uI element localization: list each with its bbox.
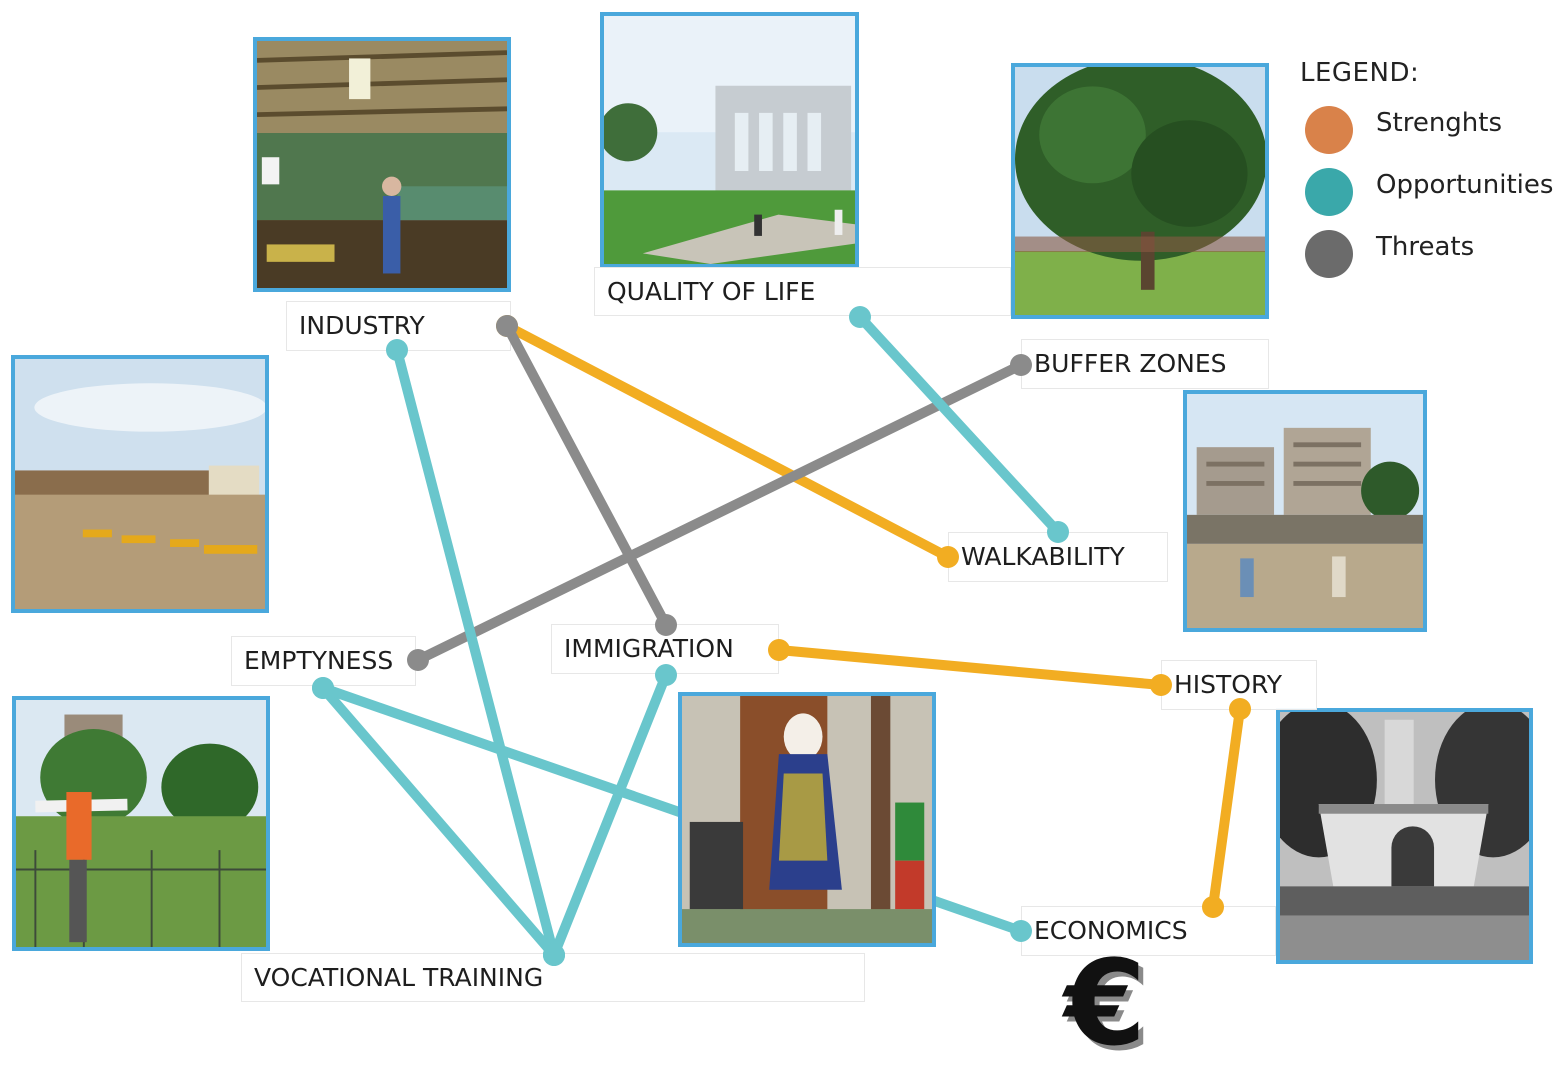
link-emptyness-to-vocational-training [318,683,559,960]
label-immigration: IMMIGRATION [551,624,779,674]
legend-item-opportunities: Opportunities [1300,158,1553,220]
link-buffer-zones-to-emptyness [413,360,1026,665]
historic-chapel-photo [1276,708,1533,964]
label-emptyness: EMPTYNESS [231,636,416,686]
label-history: HISTORY [1161,660,1317,710]
label-walkability: WALKABILITY [948,532,1168,582]
opportunities-swatch [1305,168,1353,216]
label-quality-of-life: QUALITY OF LIFE [594,267,1011,316]
legend-label-opportunities: Opportunities [1376,170,1554,200]
link-immigration-to-history [774,645,1166,690]
residential-towers-photo [1183,390,1427,632]
link-industry-to-immigration [502,321,671,630]
link-immigration-to-vocational-training [549,670,671,960]
strengths-swatch [1305,106,1353,154]
legend-title: LEGEND: [1300,58,1420,88]
legend-label-strengths: Strenghts [1376,108,1503,138]
legend-item-threats: Threats [1300,220,1474,282]
label-vocational-training: VOCATIONAL TRAINING [241,953,865,1002]
label-industry: INDUSTRY [286,301,511,351]
tree-park-photo [1011,63,1269,319]
woman-with-children-photo [678,692,936,947]
link-history-to-economics [1208,704,1245,912]
label-buffer-zones: BUFFER ZONES [1021,339,1269,389]
legend: LEGEND: Strenghts Opportunities Threats [1300,58,1553,282]
garden-scarecrow-photo [12,696,270,951]
empty-field-photo [11,355,269,613]
factory-interior-photo [253,37,511,292]
link-industry-to-walkability [502,321,953,562]
modern-building-photo [600,12,859,268]
link-industry-to-vocational-training [392,345,559,960]
label-economics: ECONOMICS [1021,906,1276,956]
legend-item-strengths: Strenghts [1300,96,1502,158]
threats-swatch [1305,230,1353,278]
euro-symbol: € [1064,934,1147,1072]
legend-label-threats: Threats [1376,232,1475,262]
